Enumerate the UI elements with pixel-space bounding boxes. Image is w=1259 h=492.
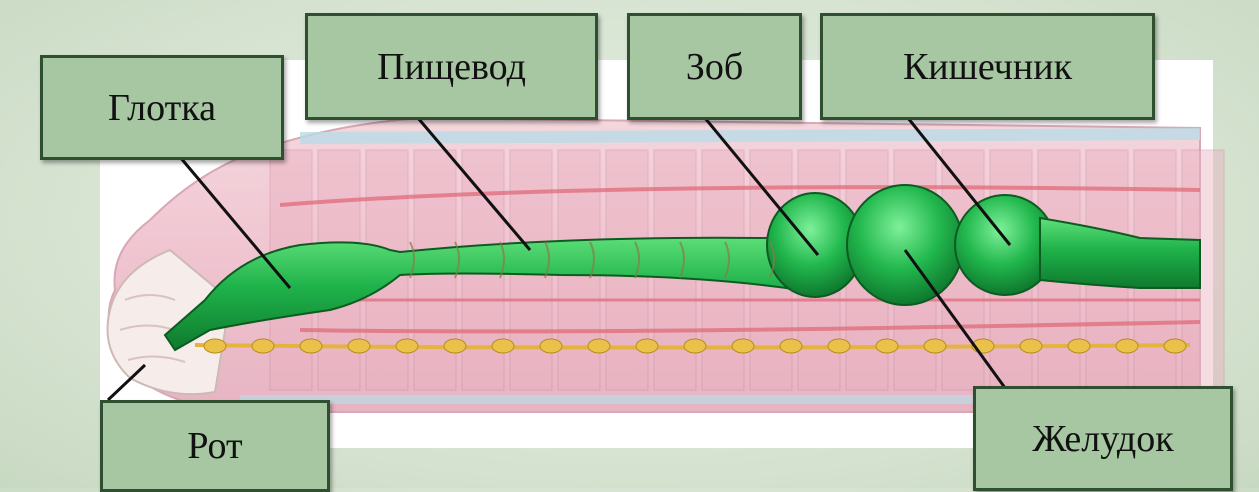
nerve-ganglion — [492, 339, 514, 353]
nerve-ganglion — [204, 339, 226, 353]
gizzard — [847, 185, 963, 305]
nerve-ganglion — [588, 339, 610, 353]
nerve-ganglion — [780, 339, 802, 353]
nerve-ganglion — [732, 339, 754, 353]
nerve-ganglion — [1020, 339, 1042, 353]
nerve-ganglion — [924, 339, 946, 353]
nerve-ganglion — [876, 339, 898, 353]
nerve-ganglion — [348, 339, 370, 353]
label-esophagus: Пищевод — [305, 13, 598, 120]
label-stomach: Желудок — [973, 386, 1233, 491]
nerve-ganglion — [540, 339, 562, 353]
label-mouth: Рот — [100, 400, 330, 492]
label-intestine: Кишечник — [820, 13, 1155, 120]
nerve-ganglion — [444, 339, 466, 353]
nerve-ganglion — [252, 339, 274, 353]
nerve-ganglion — [1164, 339, 1186, 353]
nerve-ganglion — [1068, 339, 1090, 353]
nerve-ganglion — [396, 339, 418, 353]
label-pharynx: Глотка — [40, 55, 284, 160]
nerve-ganglion — [828, 339, 850, 353]
nerve-ganglion — [684, 339, 706, 353]
nerve-ganglion — [1116, 339, 1138, 353]
label-crop: Зоб — [627, 13, 802, 120]
nerve-ganglion — [300, 339, 322, 353]
nerve-ganglion — [636, 339, 658, 353]
